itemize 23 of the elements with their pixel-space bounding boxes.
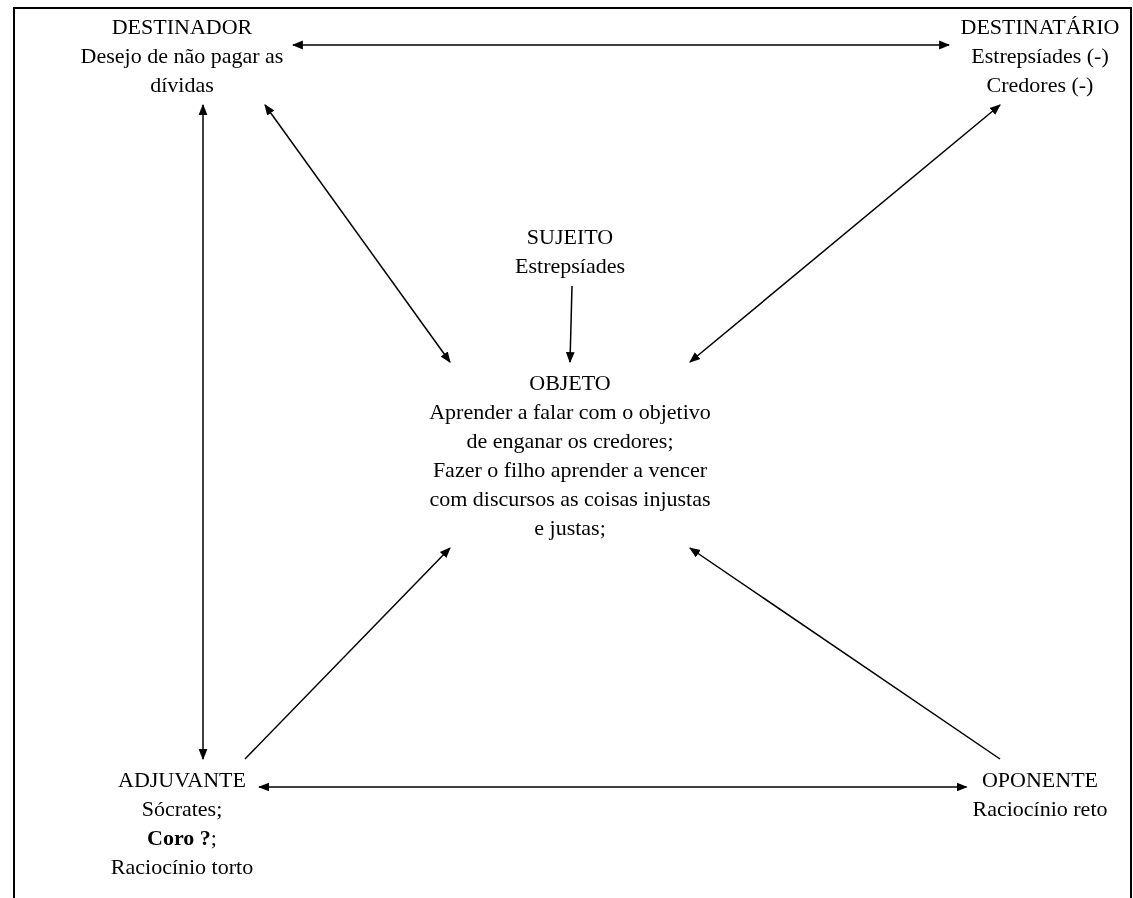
arrow [689, 104, 1001, 363]
actant-description: Desejo de não pagar as dívidas [79, 42, 285, 99]
arrow [565, 285, 575, 364]
actant-description: Coro ?; [146, 824, 218, 852]
actant-description: Estrepsíades [515, 252, 625, 280]
actant-description: Fazer o filho aprender a vencer com discursos as coisas injustas e justas; [428, 456, 712, 542]
arrow [198, 103, 208, 761]
actant-heading: DESTINATÁRIO [959, 13, 1121, 41]
actant-description: Aprender a falar com o objetivo de enganar os credores; [428, 398, 712, 455]
actant-heading: DESTINADOR [110, 13, 254, 41]
arrow [244, 547, 451, 760]
actant-heading: OBJETO [528, 369, 612, 397]
arrow [689, 547, 1001, 760]
arrow [264, 104, 451, 363]
arrow [291, 40, 951, 50]
actant-heading: ADJUVANTE [117, 766, 247, 794]
actant-description: Estrepsíades (-) Credores (-) [970, 42, 1110, 99]
arrow [258, 782, 968, 792]
actant-description: Sócrates; [140, 795, 224, 823]
actant-description: Raciocínio torto [110, 853, 254, 881]
actant-heading: OPONENTE [980, 766, 1100, 794]
actant-description: Raciocínio reto [972, 795, 1108, 823]
actant-heading: SUJEITO [525, 223, 615, 251]
